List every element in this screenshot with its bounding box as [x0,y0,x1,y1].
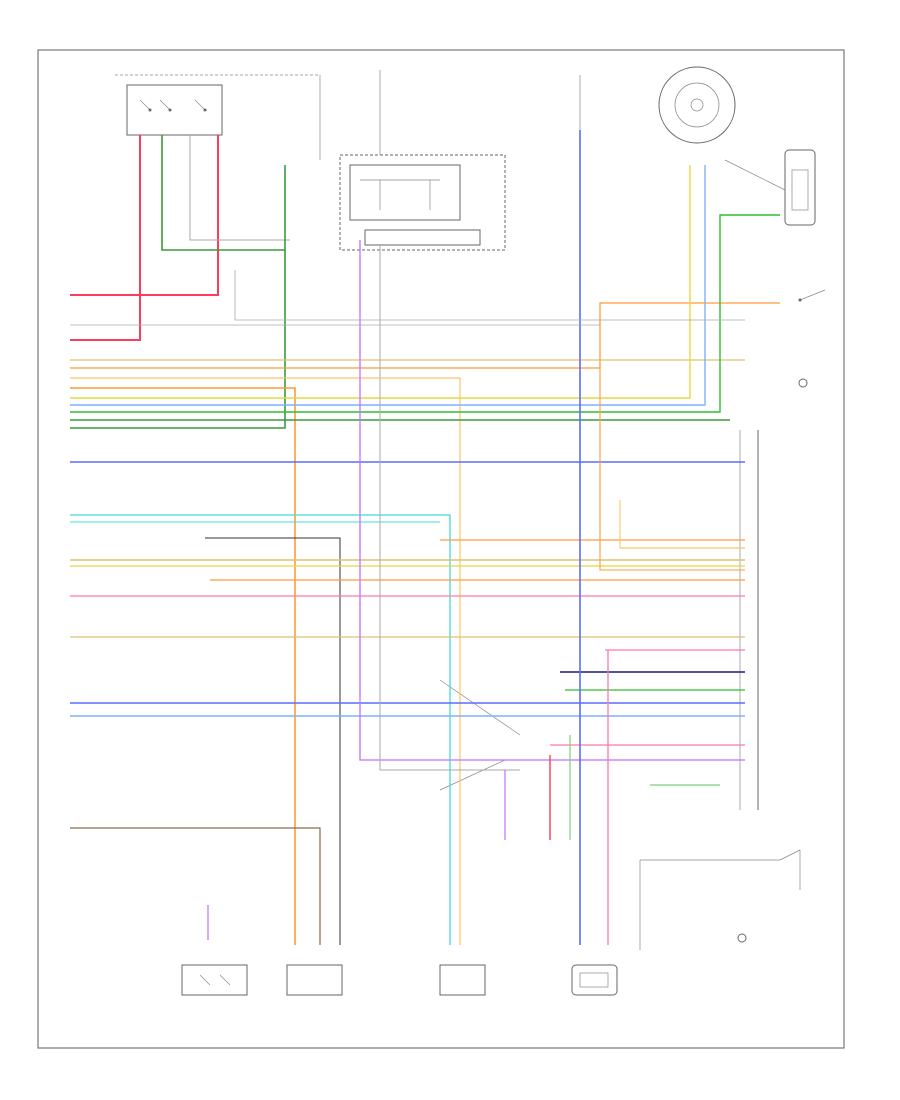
right-lower-switch [639,849,801,950]
wire-light-blue-1 [70,165,706,406]
ignition-coil [784,149,816,226]
wire-violet-1 [359,240,745,761]
bottom-sensor-1 [181,964,248,996]
distributor [658,66,736,144]
wire-orange-1 [70,302,780,369]
wire-green-1 [70,214,780,413]
wire-dark-green-vertical [70,165,286,429]
wire-light-orange [70,377,461,945]
diagram-frame [37,49,845,1049]
wire-orange-5 [599,303,745,571]
wire-orange-2 [70,387,296,945]
wire-cyan-1 [70,514,451,945]
pcm [739,430,759,810]
bottom-sensor-2 [286,964,343,996]
oxygen-sensor-right [798,289,826,388]
wire-black-1 [205,537,341,945]
wire-gray-1 [189,135,290,241]
auto-shutdown-relay [339,154,506,251]
bottom-sensor-4 [571,964,618,996]
wire-yellow-1 [70,165,691,399]
bottom-sensor-3 [439,964,486,996]
ignition-switch [126,84,223,136]
wire-gray-2 [379,245,520,771]
wire-gray-3 [234,270,745,321]
wire-harness [70,130,780,945]
wire-ign-red-1 [70,135,141,341]
wire-brown-1 [70,827,321,945]
wire-ign-red-2 [70,135,219,296]
wire-ign-green [161,135,285,251]
